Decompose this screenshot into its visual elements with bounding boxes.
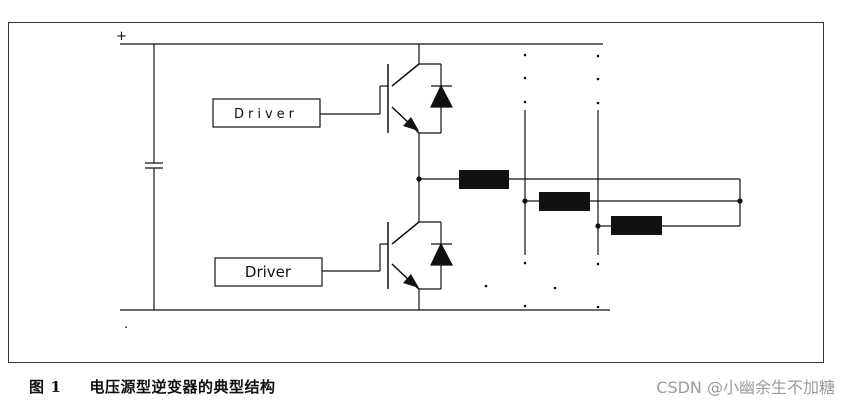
junction-dots: [416, 176, 743, 229]
plus-sign: +: [116, 29, 127, 44]
diagram-frame: [8, 22, 824, 363]
figure-number: 1: [50, 378, 62, 396]
driver-bottom-label: Driver: [245, 263, 292, 281]
inductor-phase-c: [611, 216, 662, 235]
driver-top-label: Driver: [234, 107, 298, 122]
continuation-dots: [484, 53, 600, 309]
driver-box-top: [212, 98, 321, 128]
lower-igbt: [387, 221, 420, 290]
upper-igbt: [387, 63, 420, 134]
inductor-phase-a: [459, 170, 509, 189]
phase-bus-lines: [524, 110, 599, 255]
inductor-phase-b: [539, 192, 590, 211]
driver-box-bottom: [214, 257, 323, 287]
figure-label: 图: [29, 378, 45, 396]
dc-link-capacitor: [145, 44, 163, 310]
upper-diode: [419, 63, 453, 134]
watermark: CSDN @小幽余生不加糖: [656, 378, 835, 397]
dot-sign: .: [124, 317, 128, 332]
output-wiring: [419, 178, 741, 227]
figure-title: 电压源型逆变器的典型结构: [89, 378, 276, 396]
gate-wires: [320, 85, 388, 272]
lower-diode: [419, 221, 453, 290]
